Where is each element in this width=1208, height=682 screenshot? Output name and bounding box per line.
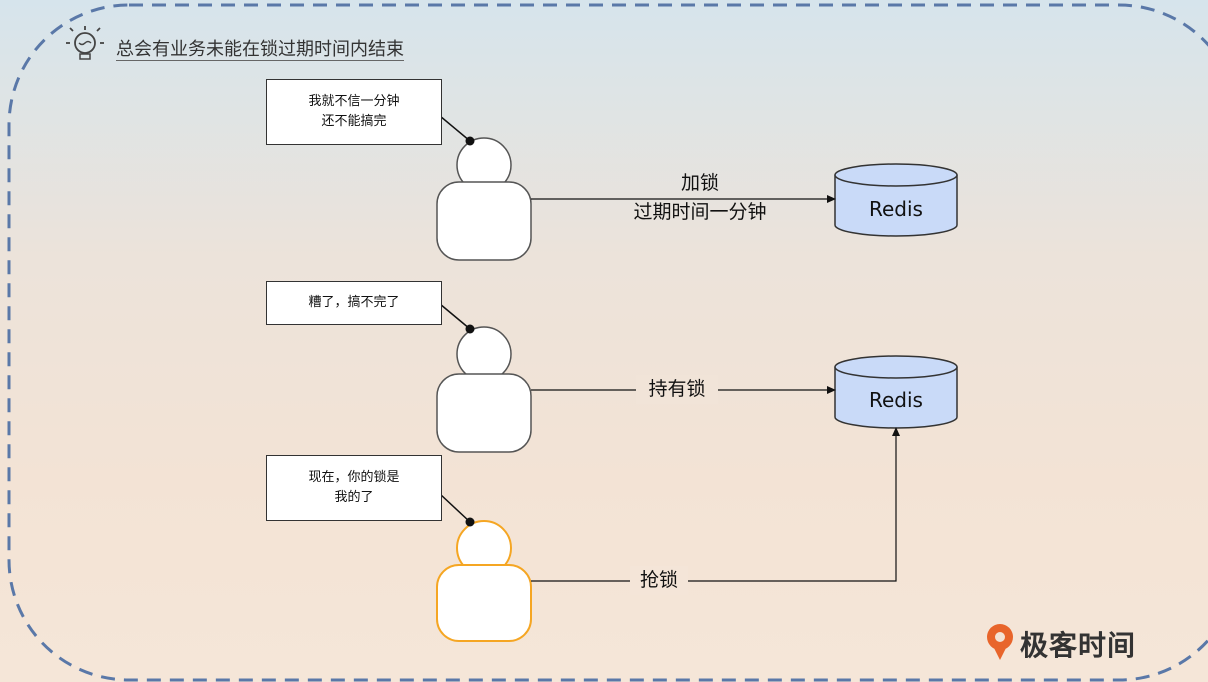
note-1-connector-dot [465, 136, 475, 146]
note-box-1: 我就不信一分钟 还不能搞完 [266, 79, 442, 145]
edge-2-arrowhead [827, 386, 836, 394]
brand-name: 极客时间 [1020, 629, 1137, 662]
actor-3 [436, 520, 532, 642]
note-3-text: 现在，你的锁是 我的了 [308, 470, 400, 505]
edge-1-arrowhead [827, 195, 836, 203]
edge-2-label: 持有锁 [636, 375, 718, 404]
edge-3-label: 抢锁 [630, 566, 688, 595]
brand-logo-icon [987, 624, 1013, 660]
note-1-connector [439, 115, 471, 142]
redis-1-label: Redis [869, 197, 923, 221]
edge-1-label-line-2: 过期时间一分钟 [633, 201, 767, 223]
note-box-2: 糟了，搞不完了 [266, 281, 442, 325]
redis-cylinder-1 [834, 163, 958, 237]
note-2-connector [439, 303, 471, 330]
actor-2 [436, 326, 532, 453]
note-2-connector-dot [465, 324, 475, 334]
note-1-text: 我就不信一分钟 还不能搞完 [308, 94, 400, 129]
diagram-title: 总会有业务未能在锁过期时间内结束 [116, 39, 404, 60]
note-2-text: 糟了，搞不完了 [308, 295, 400, 310]
edge-1-label-line-1: 加锁 [680, 172, 719, 194]
dashed-frame [7, 3, 1208, 682]
lightbulb-icon [66, 26, 104, 60]
actor-1 [436, 137, 532, 261]
edge-1-label: 加锁 过期时间一分钟 [612, 169, 788, 227]
redis-2-label: Redis [869, 388, 923, 412]
note-3-connector-dot [465, 517, 475, 527]
edge-3-arrowhead [892, 427, 900, 436]
note-box-3: 现在，你的锁是 我的了 [266, 455, 442, 521]
edge-3-line [531, 433, 897, 582]
note-3-connector [439, 493, 471, 523]
